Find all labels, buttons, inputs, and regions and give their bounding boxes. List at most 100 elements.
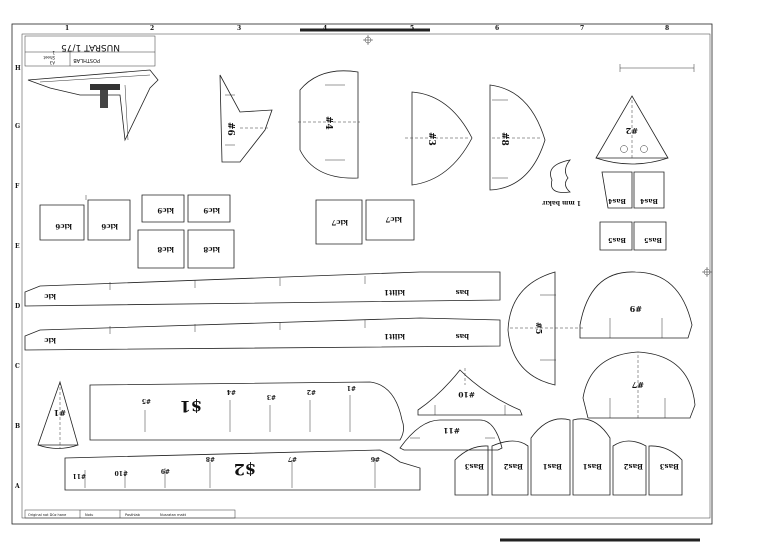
part-label: kic6 <box>55 222 72 231</box>
bas-bottom-pieces: Bas3 Bas2 Bas1 Bas1 Bas2 Bas3 <box>454 418 683 496</box>
keel-strip-1: kic kilit1 bas <box>24 271 501 307</box>
part-label: #4 <box>227 388 236 395</box>
s2-deck-piece: $2 #11 #10 #9 #8 #7 #6 <box>64 449 421 491</box>
kic9-kic8-pieces: kic9 kic9 kic8 kic8 <box>137 194 235 269</box>
part-label: Bas2 <box>504 462 523 471</box>
keel-strip-2: kic kilit1 bas <box>24 317 501 351</box>
column-label: 3 <box>237 25 241 32</box>
column-label: 8 <box>665 25 669 32</box>
part-label: #2 <box>626 126 638 136</box>
hull-side-view <box>27 69 159 142</box>
part-label: #9 <box>161 467 170 474</box>
part-label: 1 mm bakır <box>541 199 581 206</box>
column-label: 6 <box>495 25 499 32</box>
part-label: #10 <box>115 469 128 476</box>
part-label: Bas3 <box>660 462 679 471</box>
part-label: #1 <box>347 384 356 391</box>
frame-6: #6 <box>219 74 273 163</box>
part-label: #7 <box>288 455 297 462</box>
part-label: kic7 <box>331 218 348 227</box>
row-labels: A B C D E F G H <box>14 65 21 490</box>
row-label: A <box>14 483 20 490</box>
part-label: #5 <box>142 397 151 404</box>
row-label: C <box>15 363 20 370</box>
part-label: kic8 <box>203 245 220 254</box>
column-label: 7 <box>580 25 584 32</box>
frame-9: #9 <box>579 271 693 339</box>
kic6-pieces: kic6 kic6 <box>39 195 131 241</box>
part-label: Bas5 <box>608 236 626 244</box>
part-label: #5 <box>534 322 544 334</box>
outer-frame <box>11 23 713 525</box>
part-label: #4 <box>323 116 333 130</box>
footer-cell: Nusratan makt <box>160 513 187 517</box>
part-label: kic6 <box>101 222 118 231</box>
part-label: #8 <box>499 132 509 146</box>
frame-7: #7 <box>582 351 696 419</box>
frame-5: #5 <box>507 271 585 386</box>
s1-deck-piece: $1 #5 #4 #3 #2 #1 <box>89 381 404 441</box>
part-label: Bas1 <box>583 462 602 471</box>
title-block-meta: 1 <box>52 50 55 55</box>
part-label: kic <box>44 292 56 301</box>
part-label: kic9 <box>203 206 220 215</box>
part-label: kic9 <box>157 206 174 215</box>
part-label: #3 <box>267 393 276 400</box>
part-label: $2 <box>234 460 256 479</box>
column-label: 4 <box>323 25 327 32</box>
part-label: #3 <box>426 132 436 146</box>
footer-cell: Original not Düz hane <box>28 513 66 517</box>
title-block: NUSRAT 1/75 POSTHLAB A3 Sheet 1 <box>24 35 156 67</box>
part-label: Bas4 <box>608 197 626 205</box>
column-label: 1 <box>65 25 69 32</box>
title-block-meta: Sheet <box>43 55 55 60</box>
footer-strip: Original not Düz hane Notu Posthlab Nusr… <box>24 509 236 519</box>
row-label: B <box>15 423 20 430</box>
title-block-meta: A3 <box>49 60 55 65</box>
part-label: #6 <box>225 122 235 136</box>
bas4-bas5-pieces: Bas4 Bas4 Bas5 Bas5 <box>599 171 667 251</box>
part-label: kic <box>44 336 56 345</box>
footer-cell: Posthlab <box>125 513 141 517</box>
column-labels: 1 2 3 4 5 6 7 8 <box>65 25 669 32</box>
frame-1: #1 <box>37 380 79 449</box>
column-label: 2 <box>150 25 154 32</box>
part-label: #7 <box>632 380 644 390</box>
row-label: F <box>15 183 20 190</box>
part-label: kic7 <box>385 215 402 224</box>
registration-marks <box>363 35 712 277</box>
frame-2: #2 <box>595 95 669 165</box>
title-block-subtitle: POSTHLAB <box>73 57 100 63</box>
frame-3: #3 <box>405 91 473 186</box>
part-label: bas <box>456 332 469 341</box>
row-label: H <box>15 65 21 72</box>
part-label: Bas5 <box>644 236 662 244</box>
kic7-pieces: kic7 kic7 <box>315 199 415 245</box>
part-label: Bas3 <box>465 462 484 471</box>
frame-8: #8 <box>489 84 546 191</box>
title-block-title: NUSRAT 1/75 <box>61 42 120 52</box>
frame-10: #10 <box>417 368 523 416</box>
part-label: #11 <box>73 472 86 479</box>
part-label: Bas1 <box>543 462 562 471</box>
part-label: $1 <box>180 397 202 416</box>
part-label: #2 <box>307 388 316 395</box>
frame-11: #11 <box>399 419 503 451</box>
part-label: kilit1 <box>384 332 405 341</box>
row-label: G <box>15 123 20 130</box>
part-label: #1 <box>54 408 66 418</box>
part-label: bas <box>456 288 469 297</box>
part-label: #11 <box>443 426 460 435</box>
part-label: Bas4 <box>640 197 658 205</box>
frame-4: #4 <box>298 70 360 179</box>
part-label: #10 <box>458 390 475 399</box>
part-label: kilit1 <box>384 288 405 297</box>
part-label: kic8 <box>157 245 174 254</box>
footer-cell: Notu <box>85 513 93 517</box>
copper-helper-part: 1 mm bakır <box>541 159 581 206</box>
part-label: #9 <box>629 304 642 314</box>
part-label: #6 <box>371 455 380 462</box>
row-label: E <box>15 243 20 250</box>
